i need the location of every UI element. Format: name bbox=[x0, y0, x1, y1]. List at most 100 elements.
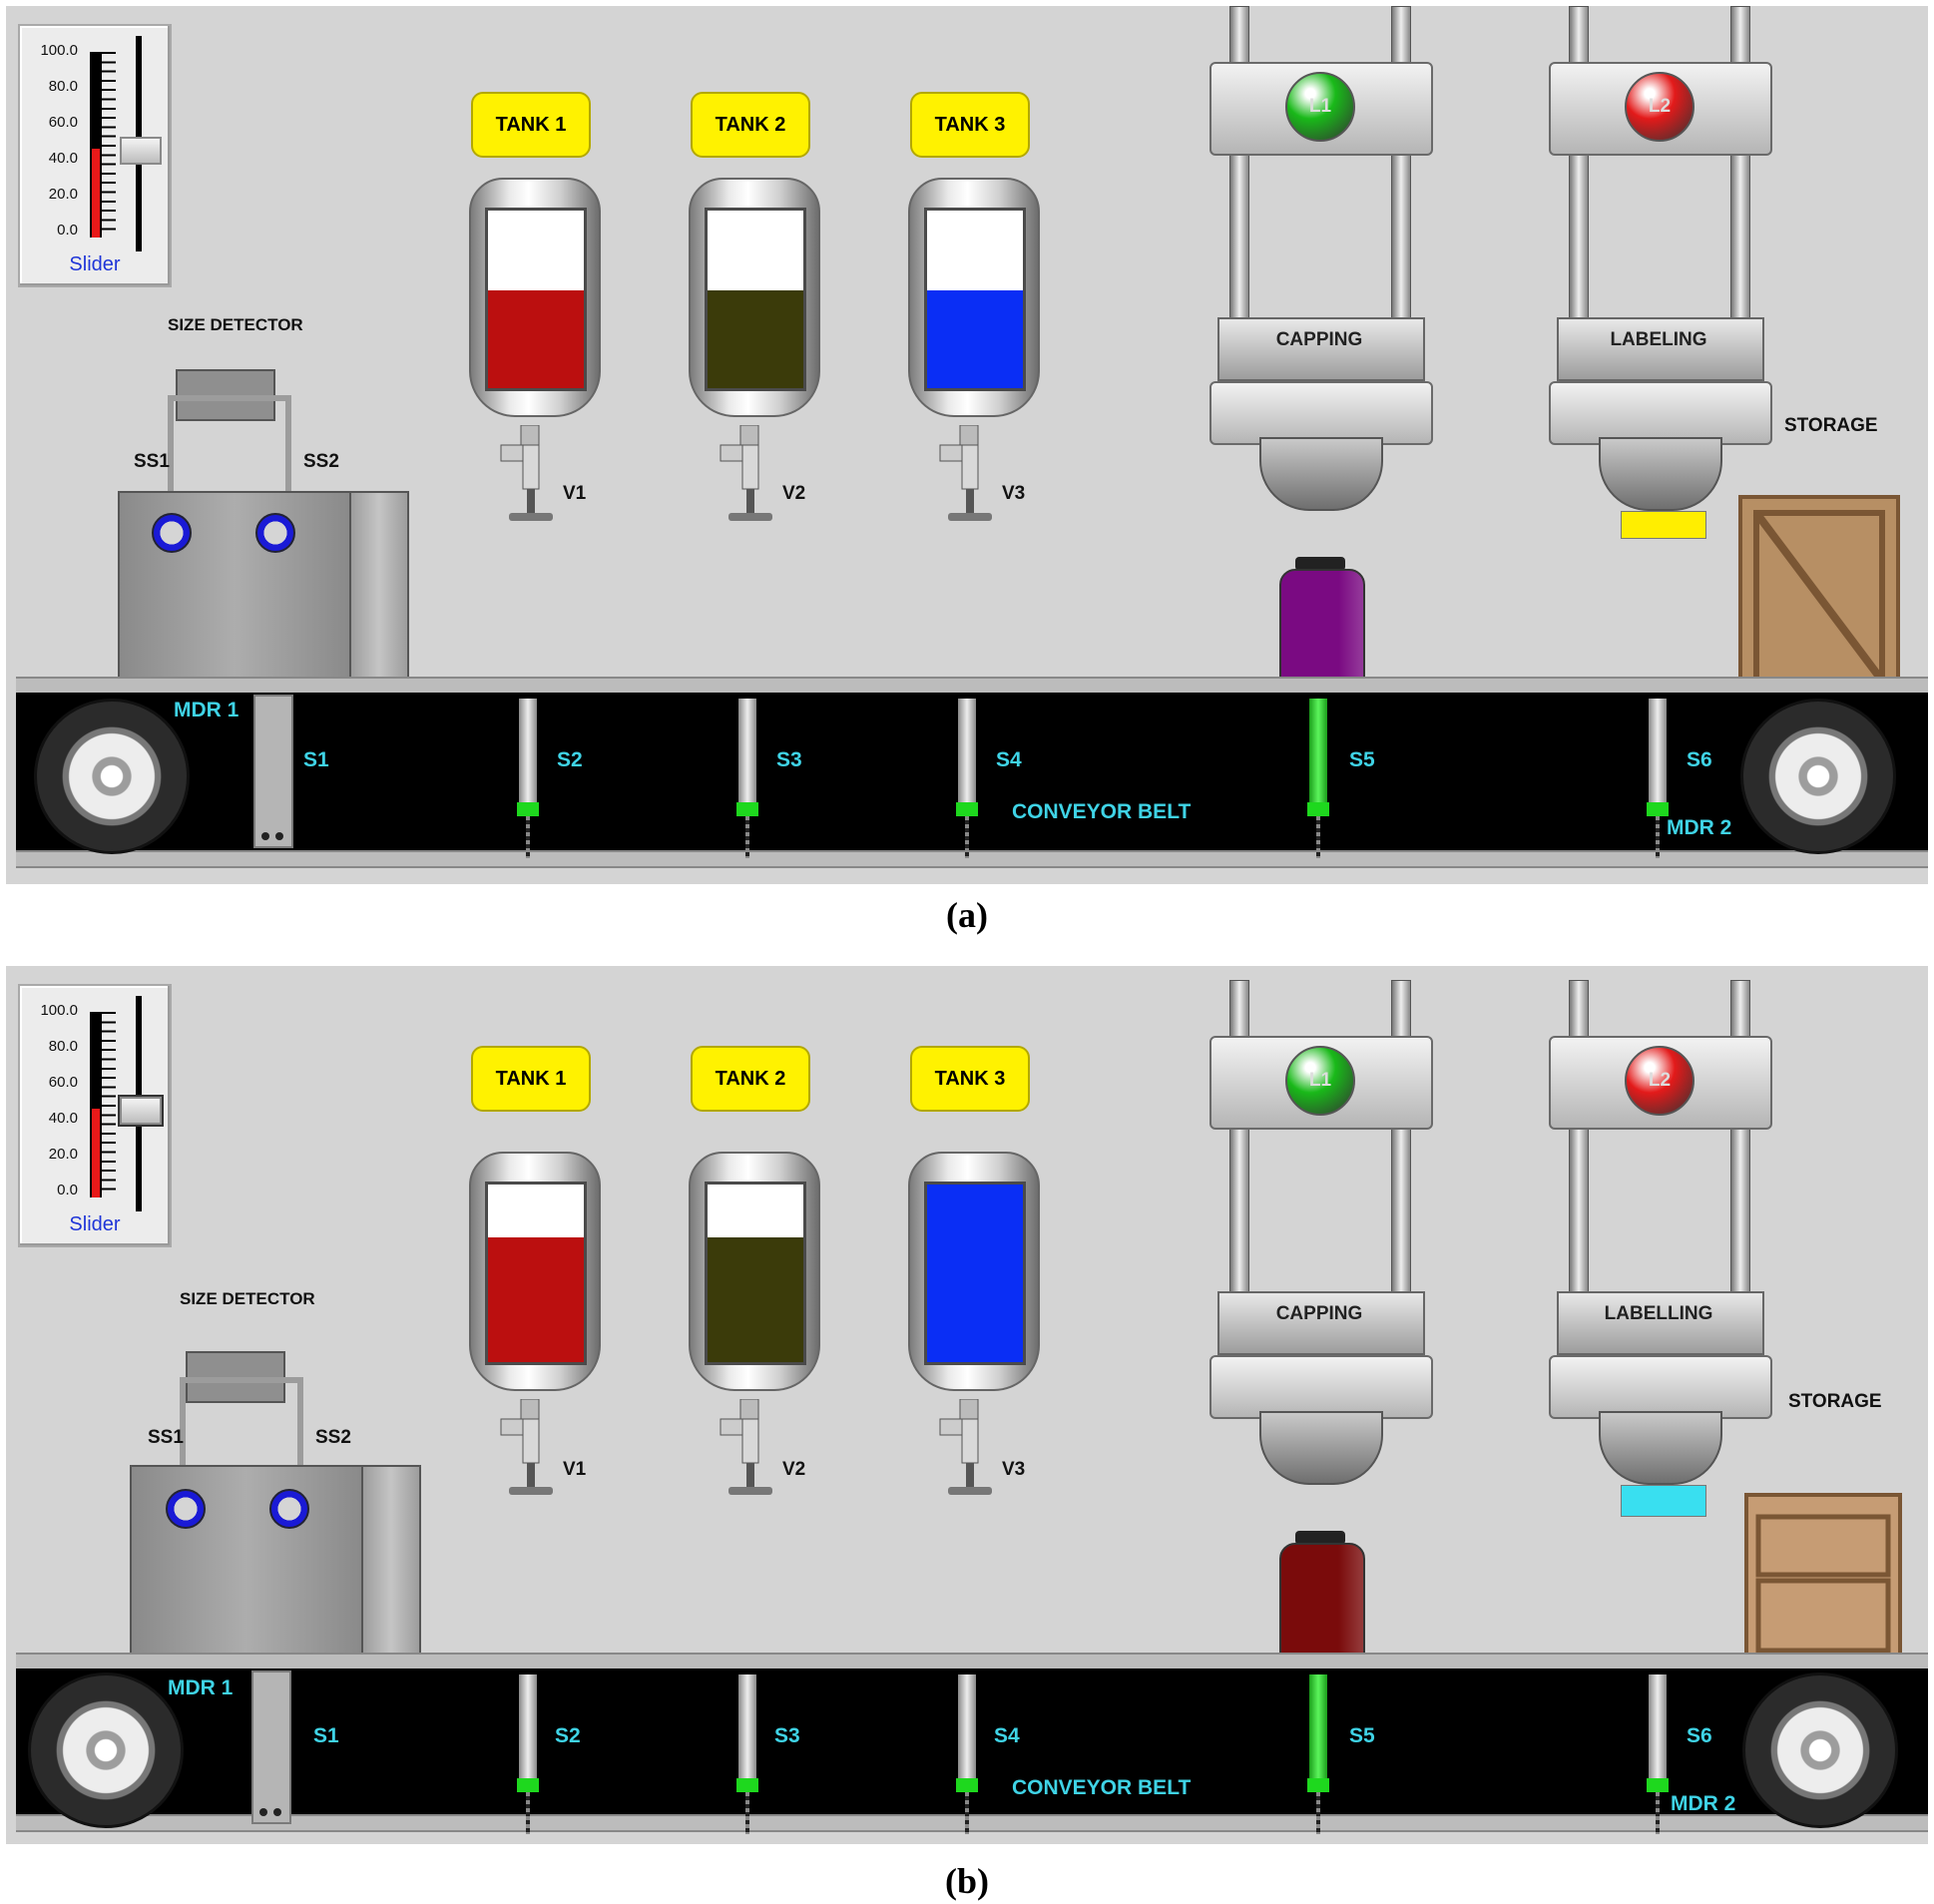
size-detector-endcap bbox=[361, 1465, 421, 1666]
valve-v3-icon[interactable] bbox=[934, 425, 1004, 525]
slider-level-fill bbox=[92, 148, 100, 238]
tank-3 bbox=[908, 178, 1040, 417]
slider-tick: 20.0 bbox=[48, 186, 78, 203]
tank-1-label: TANK 1 bbox=[471, 1046, 591, 1112]
slider-tick: 80.0 bbox=[48, 1038, 78, 1055]
press-bottom-beam bbox=[1549, 381, 1772, 445]
mdr2-wheel-icon bbox=[1742, 1672, 1898, 1828]
s2-sensor-icon bbox=[513, 1674, 543, 1834]
slider-tick: 80.0 bbox=[48, 78, 78, 95]
slider-tick: 0.0 bbox=[57, 222, 78, 238]
slider-thumb[interactable] bbox=[120, 136, 162, 165]
tank-1-fluid bbox=[488, 1237, 584, 1362]
bottle-cap bbox=[1295, 1531, 1345, 1545]
valve-v1-icon[interactable] bbox=[495, 425, 565, 525]
ss1-sensor-icon bbox=[166, 1489, 206, 1529]
ss2-sensor-icon bbox=[255, 513, 295, 553]
capping-head bbox=[1259, 1411, 1383, 1485]
s1-label: S1 bbox=[313, 1724, 339, 1747]
tank-3-label: TANK 3 bbox=[910, 1046, 1030, 1112]
slider-thumb[interactable] bbox=[118, 1094, 164, 1127]
capping-station: L1 CAPPING bbox=[1209, 980, 1433, 1489]
s3-sensor-icon bbox=[732, 1674, 762, 1834]
labeling-head bbox=[1599, 1411, 1722, 1485]
labeling-plate bbox=[1557, 317, 1764, 381]
s3-sensor-icon bbox=[732, 699, 762, 858]
valve-v3-label: V3 bbox=[1002, 1459, 1026, 1480]
slider-scale-ticks bbox=[102, 1012, 116, 1197]
labeling-label: LABELLING bbox=[1604, 1303, 1713, 1324]
slider-tick: 20.0 bbox=[48, 1146, 78, 1163]
conveyor-rail-bottom bbox=[16, 1814, 1928, 1832]
s4-sensor-icon bbox=[952, 1674, 982, 1834]
s6-label: S6 bbox=[1687, 1724, 1712, 1747]
tank-2-window bbox=[705, 1182, 806, 1365]
mdr1-label: MDR 1 bbox=[168, 1676, 234, 1699]
capping-lamp-l1[interactable]: L1 bbox=[1285, 72, 1355, 142]
valve-v1-icon[interactable] bbox=[495, 1399, 565, 1499]
s6-sensor-icon bbox=[1643, 699, 1673, 858]
valve-v2-icon[interactable] bbox=[715, 425, 784, 525]
tank-1-label: TANK 1 bbox=[471, 92, 591, 158]
storage-label: STORAGE bbox=[1784, 415, 1878, 436]
bottle bbox=[1279, 557, 1365, 699]
slider-tick: 100.0 bbox=[40, 1002, 78, 1019]
tank-1-fluid bbox=[488, 290, 584, 388]
tank-3-fluid bbox=[927, 1185, 1023, 1362]
labeling-plate bbox=[1557, 1291, 1764, 1355]
bottle-cap bbox=[1295, 557, 1345, 571]
labeling-lamp-l2[interactable]: L2 bbox=[1625, 1046, 1694, 1116]
capping-plate bbox=[1217, 1291, 1425, 1355]
labeling-head bbox=[1599, 437, 1722, 511]
size-detector-endcap bbox=[349, 491, 409, 693]
labeling-station: L2 LABELLING bbox=[1549, 980, 1772, 1517]
tank-2-label: TANK 2 bbox=[691, 92, 810, 158]
tank-2-label: TANK 2 bbox=[691, 1046, 810, 1112]
s4-label: S4 bbox=[994, 1724, 1020, 1747]
hmi-panel-a: 100.0 80.0 60.0 40.0 20.0 0.0 Slider SIZ… bbox=[6, 6, 1928, 884]
mdr1-label: MDR 1 bbox=[174, 699, 240, 721]
tank-2-window bbox=[705, 208, 806, 391]
label-strip bbox=[1621, 511, 1706, 539]
valve-v3-icon[interactable] bbox=[934, 1399, 1004, 1499]
storage-crate-icon bbox=[1738, 495, 1900, 699]
size-detector-housing bbox=[130, 1465, 363, 1666]
capping-station: L1 CAPPING bbox=[1209, 6, 1433, 515]
press-bottom-beam bbox=[1209, 381, 1433, 445]
capping-label: CAPPING bbox=[1275, 1303, 1363, 1324]
slider-tick: 0.0 bbox=[57, 1182, 78, 1198]
valve-v2-label: V2 bbox=[782, 1459, 806, 1480]
capping-plate bbox=[1217, 317, 1425, 381]
tank-2-fluid bbox=[708, 290, 803, 388]
tank-1-window bbox=[485, 1182, 587, 1365]
labeling-lamp-l2[interactable]: L2 bbox=[1625, 72, 1694, 142]
s5-label: S5 bbox=[1349, 1724, 1375, 1747]
tank-2 bbox=[689, 1152, 820, 1391]
hmi-panel-b: 100.0 80.0 60.0 40.0 20.0 0.0 Slider SIZ… bbox=[6, 966, 1928, 1844]
tank-3-window bbox=[924, 208, 1026, 391]
size-detector-label: SIZE DETECTOR bbox=[180, 1289, 315, 1308]
mdr2-wheel-icon bbox=[1740, 699, 1896, 854]
bottle-jar bbox=[1279, 1543, 1365, 1672]
mdr2-label: MDR 2 bbox=[1671, 1792, 1736, 1815]
slider-tick: 100.0 bbox=[40, 42, 78, 59]
size-detector-frame bbox=[180, 1377, 303, 1475]
slider-tick: 60.0 bbox=[48, 1074, 78, 1091]
tank-3-fluid bbox=[927, 290, 1023, 388]
s4-sensor-icon bbox=[952, 699, 982, 858]
ss2-sensor-icon bbox=[269, 1489, 309, 1529]
ss1-label: SS1 bbox=[134, 451, 170, 472]
storage-crate-icon bbox=[1744, 1493, 1902, 1668]
mdr2-label: MDR 2 bbox=[1667, 816, 1732, 839]
ss1-label: SS1 bbox=[148, 1427, 184, 1448]
s4-label: S4 bbox=[996, 748, 1022, 771]
tank-1-window bbox=[485, 208, 587, 391]
conveyor-rail-bottom bbox=[16, 850, 1928, 868]
ss1-sensor-icon bbox=[152, 513, 192, 553]
s2-sensor-icon bbox=[513, 699, 543, 858]
size-detector-housing bbox=[118, 491, 351, 693]
capping-lamp-l1[interactable]: L1 bbox=[1285, 1046, 1355, 1116]
valve-v2-icon[interactable] bbox=[715, 1399, 784, 1499]
s5-sensor-icon bbox=[1303, 699, 1333, 858]
tank-3 bbox=[908, 1152, 1040, 1391]
